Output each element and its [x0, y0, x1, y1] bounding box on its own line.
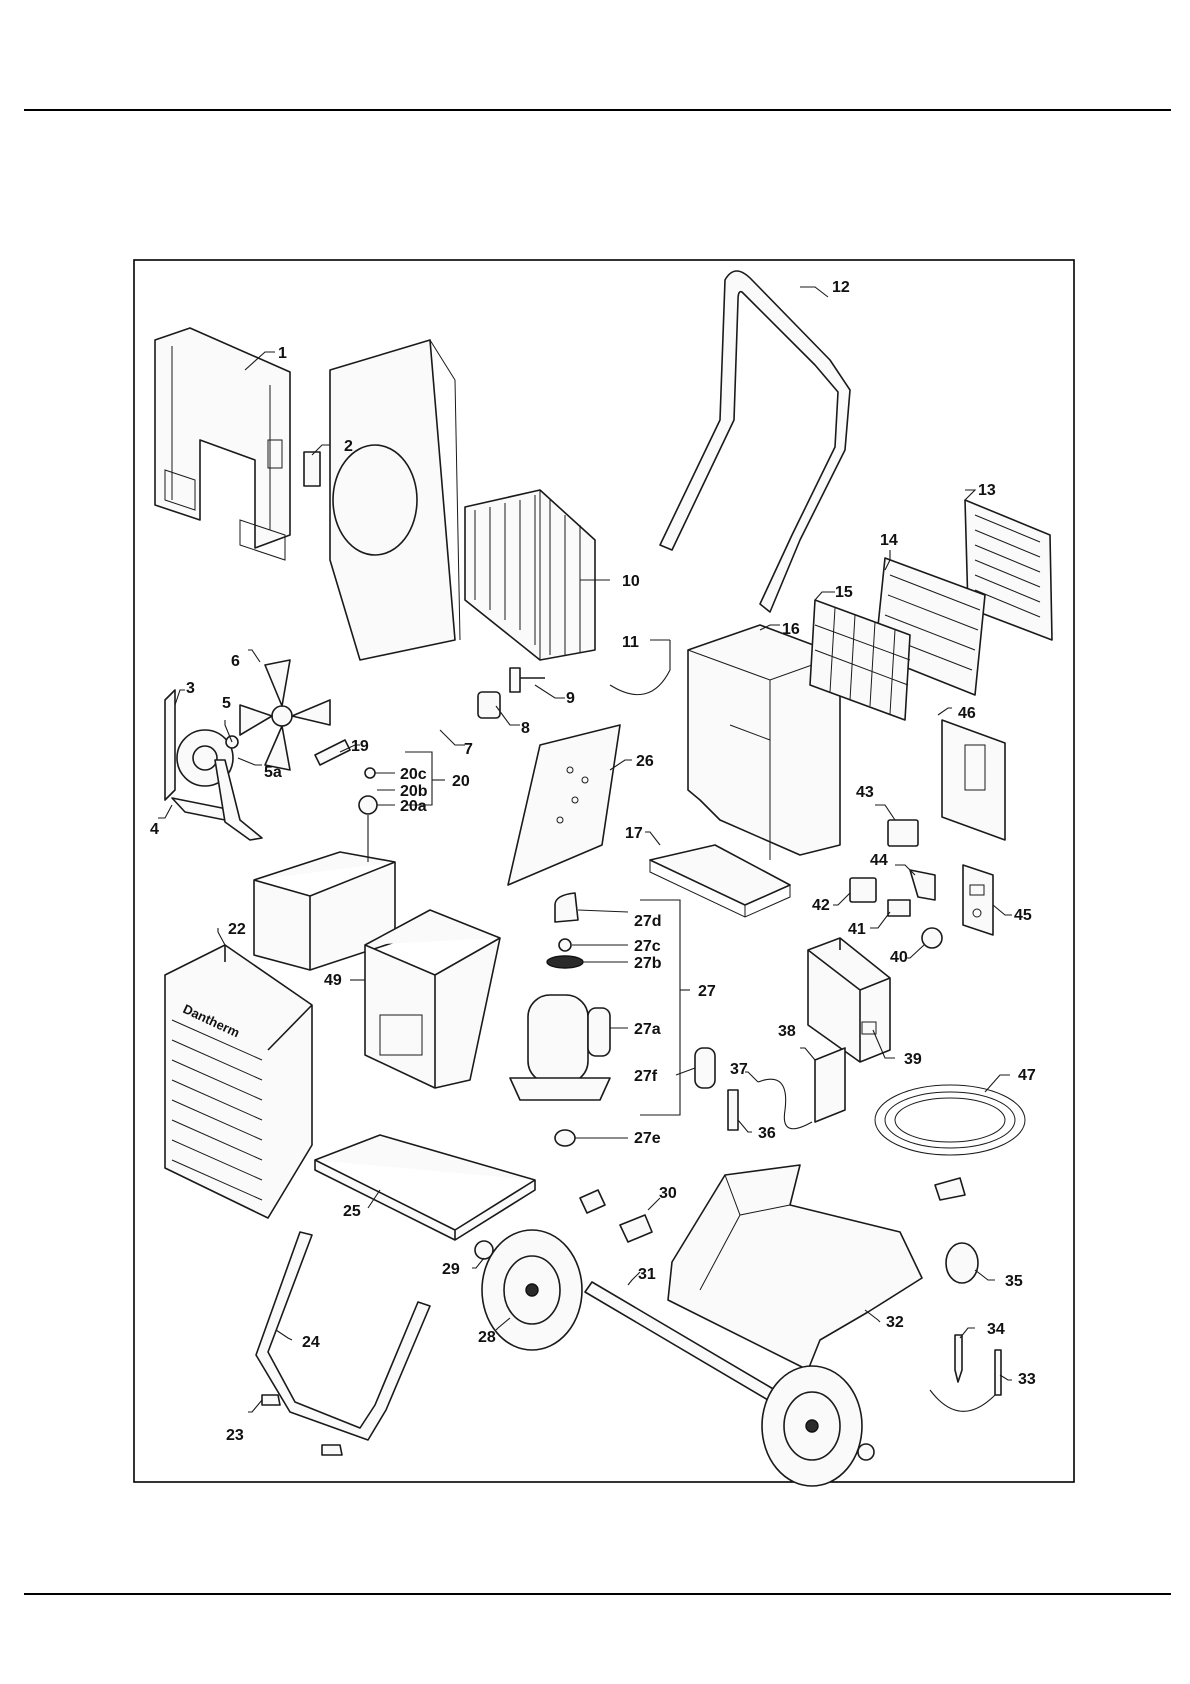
callout-14: 14: [880, 532, 898, 549]
part-foot-right: [322, 1445, 342, 1455]
callout-35: 35: [1005, 1273, 1023, 1290]
callout-43: 43: [856, 784, 874, 801]
part-mounting-plate: [508, 725, 620, 885]
callout-10: 10: [622, 573, 640, 590]
callout-46: 46: [958, 705, 976, 722]
callout-31: 31: [638, 1266, 656, 1283]
part-handle: [660, 271, 850, 612]
part-drip-tray: [650, 845, 790, 917]
part-clip-lower: [620, 1215, 652, 1242]
callout-20c: 20c: [400, 766, 427, 783]
part-fan-shroud: [330, 340, 460, 660]
callout-11: 11: [622, 634, 639, 651]
callout-1: 1: [278, 345, 287, 362]
callout-27e: 27e: [634, 1130, 661, 1147]
callout-20: 20: [452, 773, 470, 790]
part-clip-upper: [580, 1190, 605, 1213]
callout-33: 33: [1018, 1371, 1036, 1388]
callout-39: 39: [904, 1051, 922, 1068]
callout-2: 2: [344, 438, 353, 455]
callout-15: 15: [835, 584, 853, 601]
part-inner-housing: [365, 910, 500, 1088]
callout-27: 27: [698, 983, 716, 1000]
part-lower-handle: [256, 1232, 430, 1440]
part-front-cover: Dantherm: [165, 945, 312, 1218]
callout-6: 6: [231, 653, 240, 670]
callout-41: 41: [848, 921, 866, 938]
part-wheel-left: [482, 1230, 582, 1350]
part-cable-gland: [922, 928, 942, 948]
callout-27d: 27d: [634, 913, 662, 930]
callout-27a: 27a: [634, 1021, 661, 1038]
callout-13: 13: [978, 482, 996, 499]
part-power-cord: [875, 1085, 1025, 1200]
part-control-panel: [963, 865, 993, 935]
callout-7: 7: [464, 741, 473, 758]
callout-12: 12: [832, 279, 850, 296]
callout-5a: 5a: [264, 764, 282, 781]
part-evaporator-coil: [465, 490, 595, 660]
callout-44: 44: [870, 852, 888, 869]
callout-32: 32: [886, 1314, 904, 1331]
part-cable: [758, 1079, 812, 1129]
callout-20b: 20b: [400, 783, 428, 800]
callout-25: 25: [343, 1203, 361, 1220]
callout-29: 29: [442, 1261, 460, 1278]
part-motor-leg: [215, 760, 262, 840]
callout-34: 34: [987, 1321, 1005, 1338]
part-motor-bracket: [165, 690, 175, 800]
part-base-plate: [315, 1135, 535, 1240]
callout-4: 4: [150, 821, 159, 838]
callout-8: 8: [521, 720, 530, 737]
callout-42: 42: [812, 897, 830, 914]
part-foot-left: [262, 1395, 280, 1405]
callout-24: 24: [302, 1334, 320, 1351]
part-sensor-probe: [955, 1335, 962, 1382]
part-grommet: [946, 1243, 978, 1283]
callout-17: 17: [625, 825, 643, 842]
part-sensor-wire-2: [930, 1390, 995, 1411]
part-float: [359, 796, 377, 814]
callout-36: 36: [758, 1125, 776, 1142]
part-terminal-block: [888, 900, 910, 916]
part-capacitor: [695, 1048, 715, 1088]
part-compressor-assembly: [510, 893, 610, 1146]
callout-37: 37: [730, 1061, 748, 1078]
part-switch: [850, 878, 876, 902]
part-sensor-wire: [610, 640, 670, 695]
callout-9: 9: [566, 690, 575, 707]
part-chassis: [668, 1165, 922, 1370]
part-wheel-right: [762, 1366, 874, 1486]
callout-26: 26: [636, 753, 654, 770]
part-electrical-box: [808, 938, 890, 1062]
callout-27f: 27f: [634, 1068, 658, 1085]
part-cover-plate: [942, 720, 1005, 840]
part-circuit-board: [815, 1048, 845, 1122]
callout-30: 30: [659, 1185, 677, 1202]
callout-16: 16: [782, 621, 800, 638]
callout-47: 47: [1018, 1067, 1036, 1084]
callout-38: 38: [778, 1023, 796, 1040]
callout-45: 45: [1014, 907, 1032, 924]
callout-3: 3: [186, 680, 195, 697]
callout-49: 49: [324, 972, 342, 989]
callout-20a: 20a: [400, 798, 427, 815]
callout-27b: 27b: [634, 955, 662, 972]
part-capacitor-small: [478, 692, 500, 718]
part-front-frame: [155, 328, 290, 560]
part-terminal-strip: [728, 1090, 738, 1130]
callout-5: 5: [222, 695, 231, 712]
part-relay: [888, 820, 918, 846]
part-thermostat: [315, 740, 350, 765]
callout-19: 19: [351, 738, 369, 755]
part-screw: [365, 768, 375, 778]
part-sensor-probe-2: [995, 1350, 1001, 1395]
callout-40: 40: [890, 949, 908, 966]
callout-28: 28: [478, 1329, 496, 1346]
callout-27c: 27c: [634, 938, 661, 955]
callout-23: 23: [226, 1427, 244, 1444]
part-badge: [304, 452, 320, 486]
callout-22: 22: [228, 921, 246, 938]
